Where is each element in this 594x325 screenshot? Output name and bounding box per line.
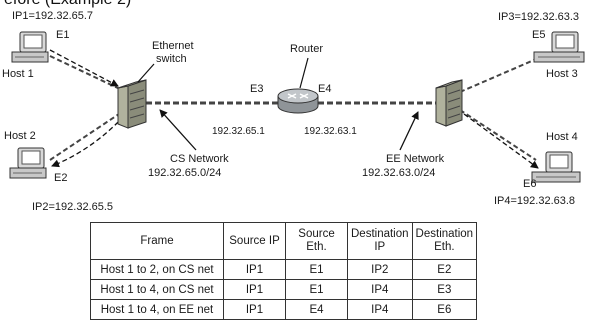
host4-eth-label: E6 <box>523 178 536 190</box>
host2-ip-label: IP2=192.32.65.5 <box>32 201 113 210</box>
table-row: Host 1 to 4, on EE net IP1 E4 IP4 E6 <box>90 299 478 320</box>
network-diagram: IP1=192.32.65.7 E1 Host 1 Host 2 E2 IP2=… <box>2 10 585 210</box>
right-switch-icon <box>435 79 463 127</box>
table-cell: E2 <box>411 259 478 280</box>
link-host2-switch <box>49 111 123 161</box>
table-cell: IP2 <box>347 259 413 280</box>
host4-computer-icon <box>531 151 581 183</box>
router-right-port-label: E4 <box>318 83 331 95</box>
table-cell: IP1 <box>223 279 286 300</box>
router-label: Router <box>290 43 323 55</box>
table-row: Host 1 to 2, on CS net IP1 E1 IP2 E2 <box>90 259 478 280</box>
router-callout-line <box>299 57 309 89</box>
ee-network-pointer-arrow <box>399 111 419 151</box>
host1-label: Host 1 <box>2 68 34 80</box>
table-cell: E3 <box>411 279 478 300</box>
column-header-destination-eth: Destination Eth. <box>411 222 478 260</box>
table-cell: IP1 <box>223 259 286 280</box>
router-left-ip-label: 192.32.65.1 <box>212 126 265 137</box>
router-left-port-label: E3 <box>250 83 263 95</box>
host1-ip-label: IP1=192.32.65.7 <box>12 10 93 22</box>
host2-computer-icon <box>9 147 47 179</box>
column-header-destination-ip: Destination IP <box>347 222 413 260</box>
host4-ip-label: IP4=192.32.63.8 <box>494 195 575 207</box>
table-cell: E4 <box>285 299 348 320</box>
callout-lines <box>137 57 309 89</box>
cs-network-name: CS Network <box>170 153 229 165</box>
switch-callout-line <box>137 63 155 83</box>
table-cell: IP4 <box>347 279 413 300</box>
table-cell: IP4 <box>347 299 413 320</box>
link-host1-switch <box>49 55 123 91</box>
switch-label-line2: switch <box>156 53 187 65</box>
table-cell: Host 1 to 2, on CS net <box>90 259 224 280</box>
host3-computer-icon <box>533 31 585 63</box>
host4-label: Host 4 <box>546 131 578 143</box>
table-row: Host 1 to 4, on CS net IP1 E1 IP4 E3 <box>90 279 478 300</box>
left-switch-icon <box>117 79 147 129</box>
host2-eth-label: E2 <box>54 172 67 184</box>
host2-label: Host 2 <box>4 130 36 142</box>
network-pointer-arrows <box>159 109 419 151</box>
host3-eth-label: E5 <box>532 29 545 41</box>
switch-label-line1: Ethernet <box>152 40 194 52</box>
link-switch-host3 <box>459 59 535 93</box>
router-icon <box>277 88 319 114</box>
host1-eth-label: E1 <box>56 29 69 41</box>
ee-network-name: EE Network <box>386 153 445 165</box>
router-right-ip-label: 192.32.63.1 <box>304 126 357 137</box>
ee-network-subnet: 192.32.63.0/24 <box>362 167 435 179</box>
header-text: efore (Example 2) <box>4 0 131 9</box>
link-switch-host4 <box>459 109 537 161</box>
host3-ip-label: IP3=192.32.63.3 <box>498 11 579 23</box>
cs-network-pointer-arrow <box>159 109 197 151</box>
table-cell: Host 1 to 4, on EE net <box>90 299 224 320</box>
table-cell: E1 <box>285 259 348 280</box>
table-cell: E1 <box>285 279 348 300</box>
cs-network-subnet: 192.32.65.0/24 <box>148 167 221 179</box>
frame-table-header-row: Frame Source IP Source Eth. Destination … <box>90 222 478 260</box>
column-header-source-ip: Source IP <box>223 222 286 260</box>
table-cell: Host 1 to 4, on CS net <box>90 279 224 300</box>
host1-computer-icon <box>11 31 49 63</box>
frame-table: Frame Source IP Source Eth. Destination … <box>90 222 478 320</box>
frame-arrow-switch-to-host2 <box>51 115 125 168</box>
table-cell: IP1 <box>223 299 286 320</box>
frame-arrow-switch-to-host4 <box>463 113 539 169</box>
host3-label: Host 3 <box>546 68 578 80</box>
table-cell: E6 <box>411 299 478 320</box>
column-header-source-eth: Source Eth. <box>285 222 348 260</box>
column-header-frame: Frame <box>90 222 224 260</box>
frame-arrow-host1-to-switch <box>49 49 119 87</box>
